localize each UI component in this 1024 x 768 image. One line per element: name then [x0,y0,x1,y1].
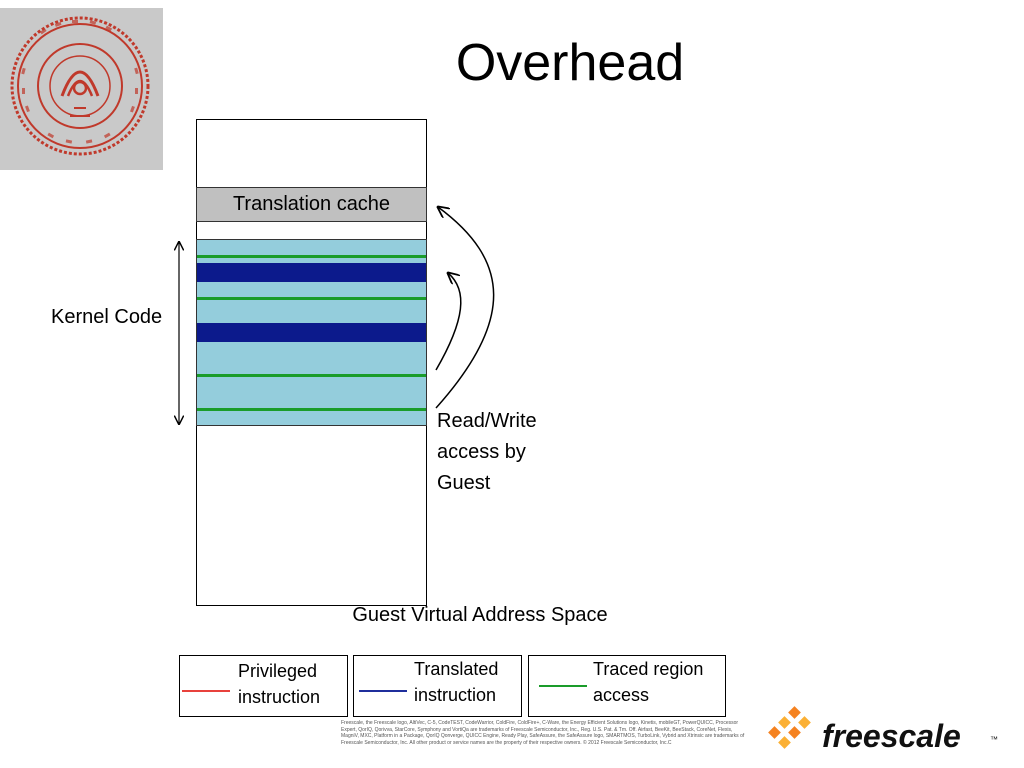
traced-region-line [197,255,426,258]
kernel-code-label: Kernel Code [51,306,163,328]
translation-cache-block: Translation cache [196,187,427,222]
slide-title: Overhead [455,34,685,92]
legend-swatch-green [539,685,587,687]
seal-icon [10,16,150,156]
traced-region-line [197,408,426,411]
legend-label: Privileged instruction [238,661,321,707]
read-write-label: Read/Write access by Guest [437,406,577,499]
traced-region-line [197,374,426,377]
legend-translated: Translated instruction [353,655,522,717]
legend-swatch-red [182,690,230,692]
read-write-line: Guest [437,472,491,494]
legend-swatch-blue [359,690,407,692]
translated-instruction-band [197,323,426,342]
freescale-wordmark: freescale [822,718,961,754]
trademark-disclaimer: Freescale, the Freescale logo, AltiVec, … [341,720,745,746]
freescale-logo-icon [768,706,811,749]
legend-label: Translated instruction [414,659,499,705]
read-write-line: access by [437,441,526,463]
legend-label: Traced region access [593,659,704,705]
access-arrow-to-translated [435,273,462,371]
access-arrow-to-cache [436,207,495,409]
address-space-label: Guest Virtual Address Space [352,604,608,626]
trademark-symbol: ™ [990,735,998,744]
read-write-line: Read/Write [437,410,537,432]
legend-traced: Traced region access [528,655,726,717]
translated-instruction-band [197,263,426,282]
institute-logo [0,8,163,170]
traced-region-line [197,297,426,300]
legend-privileged: Privileged instruction [179,655,348,717]
